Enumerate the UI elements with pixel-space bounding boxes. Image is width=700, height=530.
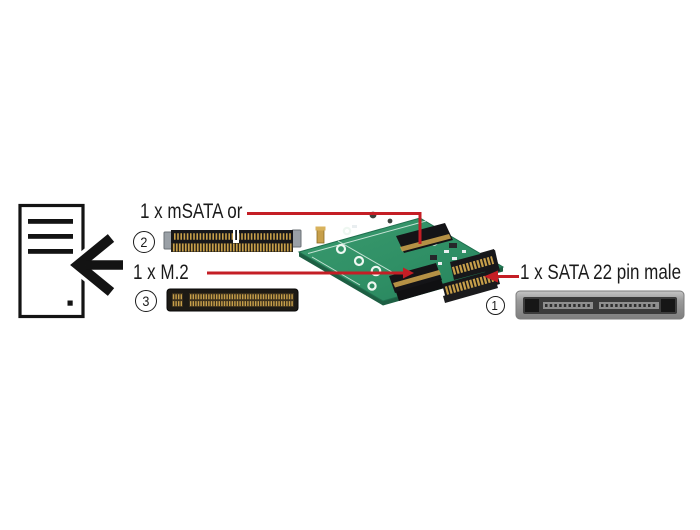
label-sata: 1 x SATA 22 pin male	[520, 260, 700, 284]
converter-board-image	[297, 211, 505, 306]
badge-msata-number: 2	[140, 234, 148, 250]
badge-sata-number: 1	[491, 297, 499, 313]
insert-arrow-icon	[64, 230, 125, 300]
smd-components	[352, 225, 466, 265]
badge-m2: 3	[135, 290, 157, 312]
msata-connector-image	[163, 229, 302, 252]
callout-line-msata	[247, 212, 422, 244]
callout-arrow-m2	[403, 267, 414, 279]
board-m2-socket	[389, 263, 444, 301]
label-msata: 1 x mSATA or	[140, 201, 266, 223]
badge-sata: 1	[485, 295, 505, 315]
board-msata-socket	[396, 223, 453, 253]
board-sata-plug	[442, 249, 500, 303]
standoff-cap	[315, 226, 326, 231]
standoff-post	[316, 228, 325, 244]
m2-connector-image	[166, 288, 299, 312]
label-m2: 1 x M.2	[133, 260, 202, 284]
callout-arrowheads	[403, 267, 498, 283]
label-msata-text: 1 x mSATA or	[140, 200, 243, 223]
callout-lines	[207, 212, 519, 278]
label-sata-text: 1 x SATA 22 pin male	[520, 260, 682, 284]
callout-arrow-sata	[484, 270, 498, 283]
sata-connector-image	[515, 290, 685, 320]
screw-head-2	[387, 218, 393, 224]
label-m2-text: 1 x M.2	[133, 260, 189, 284]
badge-msata: 2	[133, 231, 155, 253]
badge-m2-number: 3	[142, 293, 150, 309]
